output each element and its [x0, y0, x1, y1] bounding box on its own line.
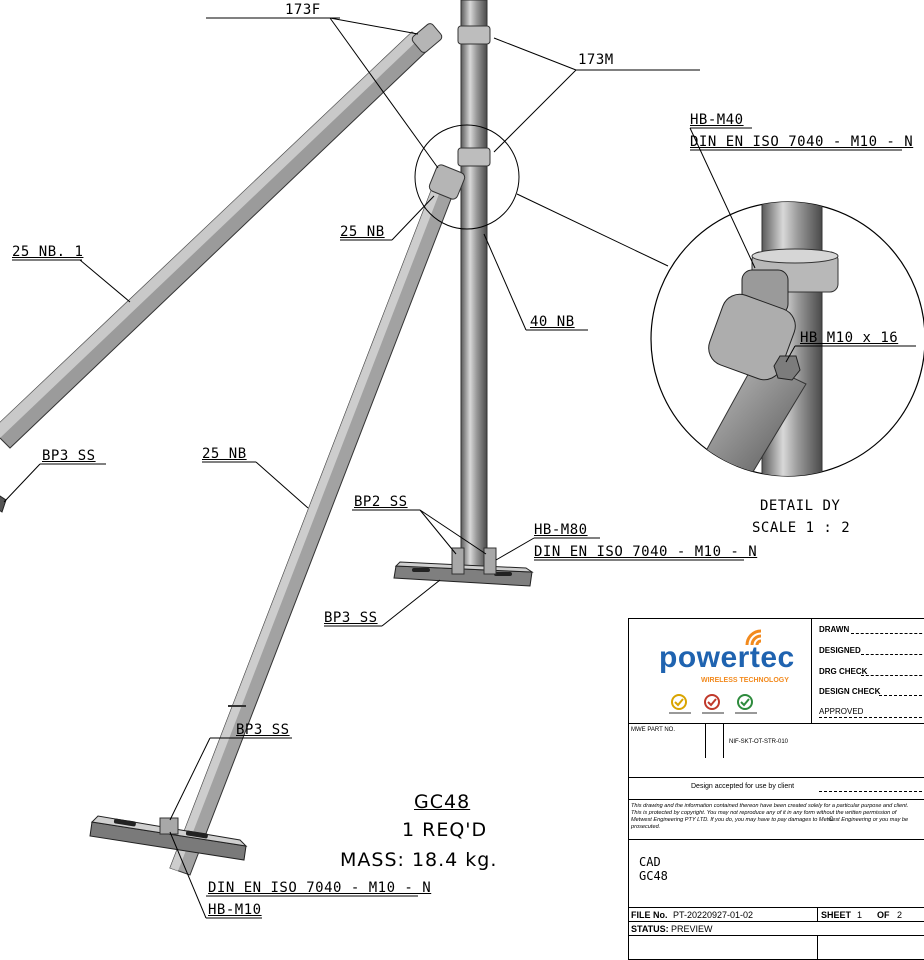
file-no-label: FILE No. [631, 910, 668, 920]
label-bp2ss: BP2 SS [354, 494, 408, 510]
title-block: powertec WIRELESS TECHNOLOGY DRAWN DESIG… [628, 618, 924, 960]
label-173m: 173M [578, 52, 614, 68]
part-code: GC48 [414, 791, 471, 813]
pole-40nb [457, 0, 491, 579]
accepted-text: Design accepted for use by client [691, 783, 795, 790]
leader-lines [3, 17, 916, 919]
base-plate-bp2 [393, 547, 534, 587]
detail-title: DETAIL DY [760, 498, 841, 514]
sheet-no: 1 [857, 910, 863, 920]
label-hb-m40: HB-M40 [690, 112, 744, 128]
label-hb-m10x16: HB M10 x 16 [800, 330, 899, 346]
brand-logo: powertec [659, 641, 795, 674]
detail-scale: SCALE 1 : 2 [752, 520, 851, 536]
mwe-part-no: NIF-SKT-OT-STR-010 [729, 739, 789, 745]
label-bp3ss-mid: BP3 SS [324, 610, 378, 626]
label-din-bottom: DIN EN ISO 7040 - M10 - N [208, 880, 432, 896]
of-label: OF [877, 910, 890, 920]
designed-label: DESIGNED [819, 646, 861, 655]
status-label: STATUS: [631, 924, 669, 934]
drg-check-label: DRG CHECK [819, 667, 868, 676]
base-plate-bp3-bottom [89, 815, 248, 861]
label-25nb-lower: 25 NB [202, 446, 247, 462]
label-40nb: 40 NB [530, 314, 575, 330]
of-no: 2 [897, 910, 903, 920]
drawn-label: DRAWN [819, 625, 850, 634]
design-check-label: DESIGN CHECK [819, 687, 881, 696]
signal-icon [745, 629, 762, 646]
label-hb-m10: HB-M10 [208, 902, 262, 918]
disclaimer-text: This drawing and the information contain… [631, 803, 909, 830]
label-25nb-1: 25 NB. 1 [12, 244, 84, 260]
revision: C [829, 817, 834, 823]
label-din-top: DIN EN ISO 7040 - M10 - N [690, 134, 914, 150]
certification-badges [669, 694, 757, 714]
mwe-part-label: MWE PART NO. [631, 727, 676, 733]
brand-sub: WIRELESS TECHNOLOGY [701, 677, 789, 684]
approved-label: APPROVED [819, 707, 864, 716]
detail-dy-view [650, 201, 924, 477]
label-hb-m80: HB-M80 [534, 522, 588, 538]
label-25nb-upper: 25 NB [340, 224, 385, 240]
label-bp3ss-bottom: BP3 SS [236, 722, 290, 738]
logo-cell: powertec WIRELESS TECHNOLOGY [629, 619, 812, 723]
status-value: PREVIEW [671, 924, 713, 934]
brace-25nb-2 [169, 164, 466, 876]
part-mass: MASS: 18.4 kg. [340, 849, 498, 871]
label-173f: 173F [285, 2, 321, 18]
label-bp3ss-left: BP3 SS [42, 448, 96, 464]
brace-25nb-1 [0, 23, 443, 449]
file-no: PT-20220927-01-02 [673, 910, 754, 920]
part-qty: 1 REQ'D [402, 819, 488, 841]
label-din-mid: DIN EN ISO 7040 - M10 - N [534, 544, 758, 560]
sheet-label: SHEET [821, 910, 852, 920]
